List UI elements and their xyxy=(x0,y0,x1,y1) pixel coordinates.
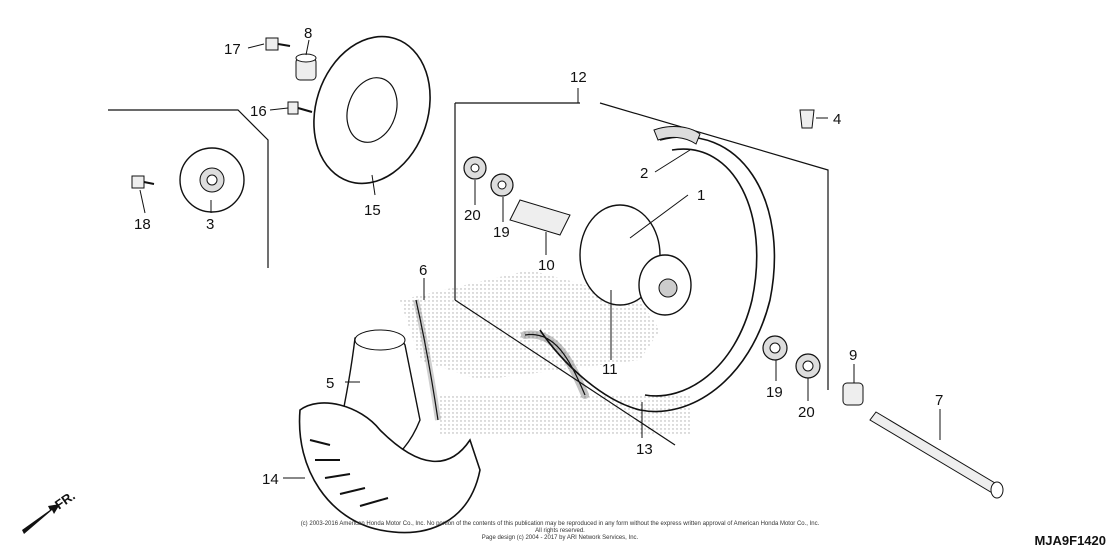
callout-13: 13 xyxy=(636,441,653,458)
part-2-balance-weight xyxy=(653,126,701,145)
callout-6: 6 xyxy=(419,262,427,279)
callout-7: 7 xyxy=(935,392,943,409)
callout-19-right: 19 xyxy=(766,384,783,401)
part-6-rim-tape xyxy=(413,299,441,421)
wheel-assembly-frame xyxy=(454,102,829,446)
copyright-line-2: Page design (c) 2004 - 2017 by ARI Netwo… xyxy=(481,535,639,541)
part-3-disc-hub xyxy=(179,147,245,213)
callout-10: 10 xyxy=(538,257,555,274)
diagram-code: MJA9F1420 xyxy=(1034,533,1106,548)
callout-11: 11 xyxy=(602,361,618,378)
part-19-bearing-left xyxy=(490,173,514,197)
part-14-tire xyxy=(298,402,481,534)
part-15-brake-disc xyxy=(313,35,431,185)
part-16-bolt xyxy=(287,101,313,115)
callout-18: 18 xyxy=(134,216,151,233)
hub-frame xyxy=(108,109,269,268)
part-10-collar xyxy=(509,199,571,236)
part-8-collar xyxy=(295,53,317,81)
copyright-notice: (c) 2003-2016 American Honda Motor Co., … xyxy=(300,521,820,542)
part-7-axle xyxy=(869,411,1004,499)
copyright-line-1: (c) 2003-2016 American Honda Motor Co., … xyxy=(300,521,820,534)
callout-12: 12 xyxy=(570,69,587,86)
callout-8: 8 xyxy=(304,25,312,42)
part-18-bolt xyxy=(131,175,155,189)
callout-4: 4 xyxy=(833,111,841,128)
callout-14: 14 xyxy=(262,471,279,488)
leader-lines xyxy=(139,39,941,479)
part-17-bolt xyxy=(265,37,291,51)
callout-3: 3 xyxy=(206,216,214,233)
callout-17: 17 xyxy=(224,41,241,58)
part-20-bearing-left xyxy=(463,156,487,180)
callout-1: 1 xyxy=(697,187,705,204)
part-4-valve-cap xyxy=(799,109,815,129)
part-13-wheel-rim xyxy=(539,136,776,413)
callout-20-right: 20 xyxy=(798,404,815,421)
callout-19-left: 19 xyxy=(493,224,510,241)
callout-5: 5 xyxy=(326,375,334,392)
callout-20-left: 20 xyxy=(464,207,481,224)
part-19-bearing-right xyxy=(762,335,788,361)
part-11-rim-band xyxy=(521,330,589,399)
callout-15: 15 xyxy=(364,202,381,219)
callout-16: 16 xyxy=(250,103,267,120)
front-direction-arrow-icon xyxy=(22,504,60,534)
honda-watermark xyxy=(400,270,690,435)
callout-9: 9 xyxy=(849,347,857,364)
callout-2: 2 xyxy=(640,165,648,182)
callouts: 17 8 16 18 3 15 12 4 2 1 20 19 10 6 11 5… xyxy=(134,25,943,488)
part-20-bearing-right xyxy=(795,353,821,379)
part-9-collar xyxy=(842,382,864,406)
